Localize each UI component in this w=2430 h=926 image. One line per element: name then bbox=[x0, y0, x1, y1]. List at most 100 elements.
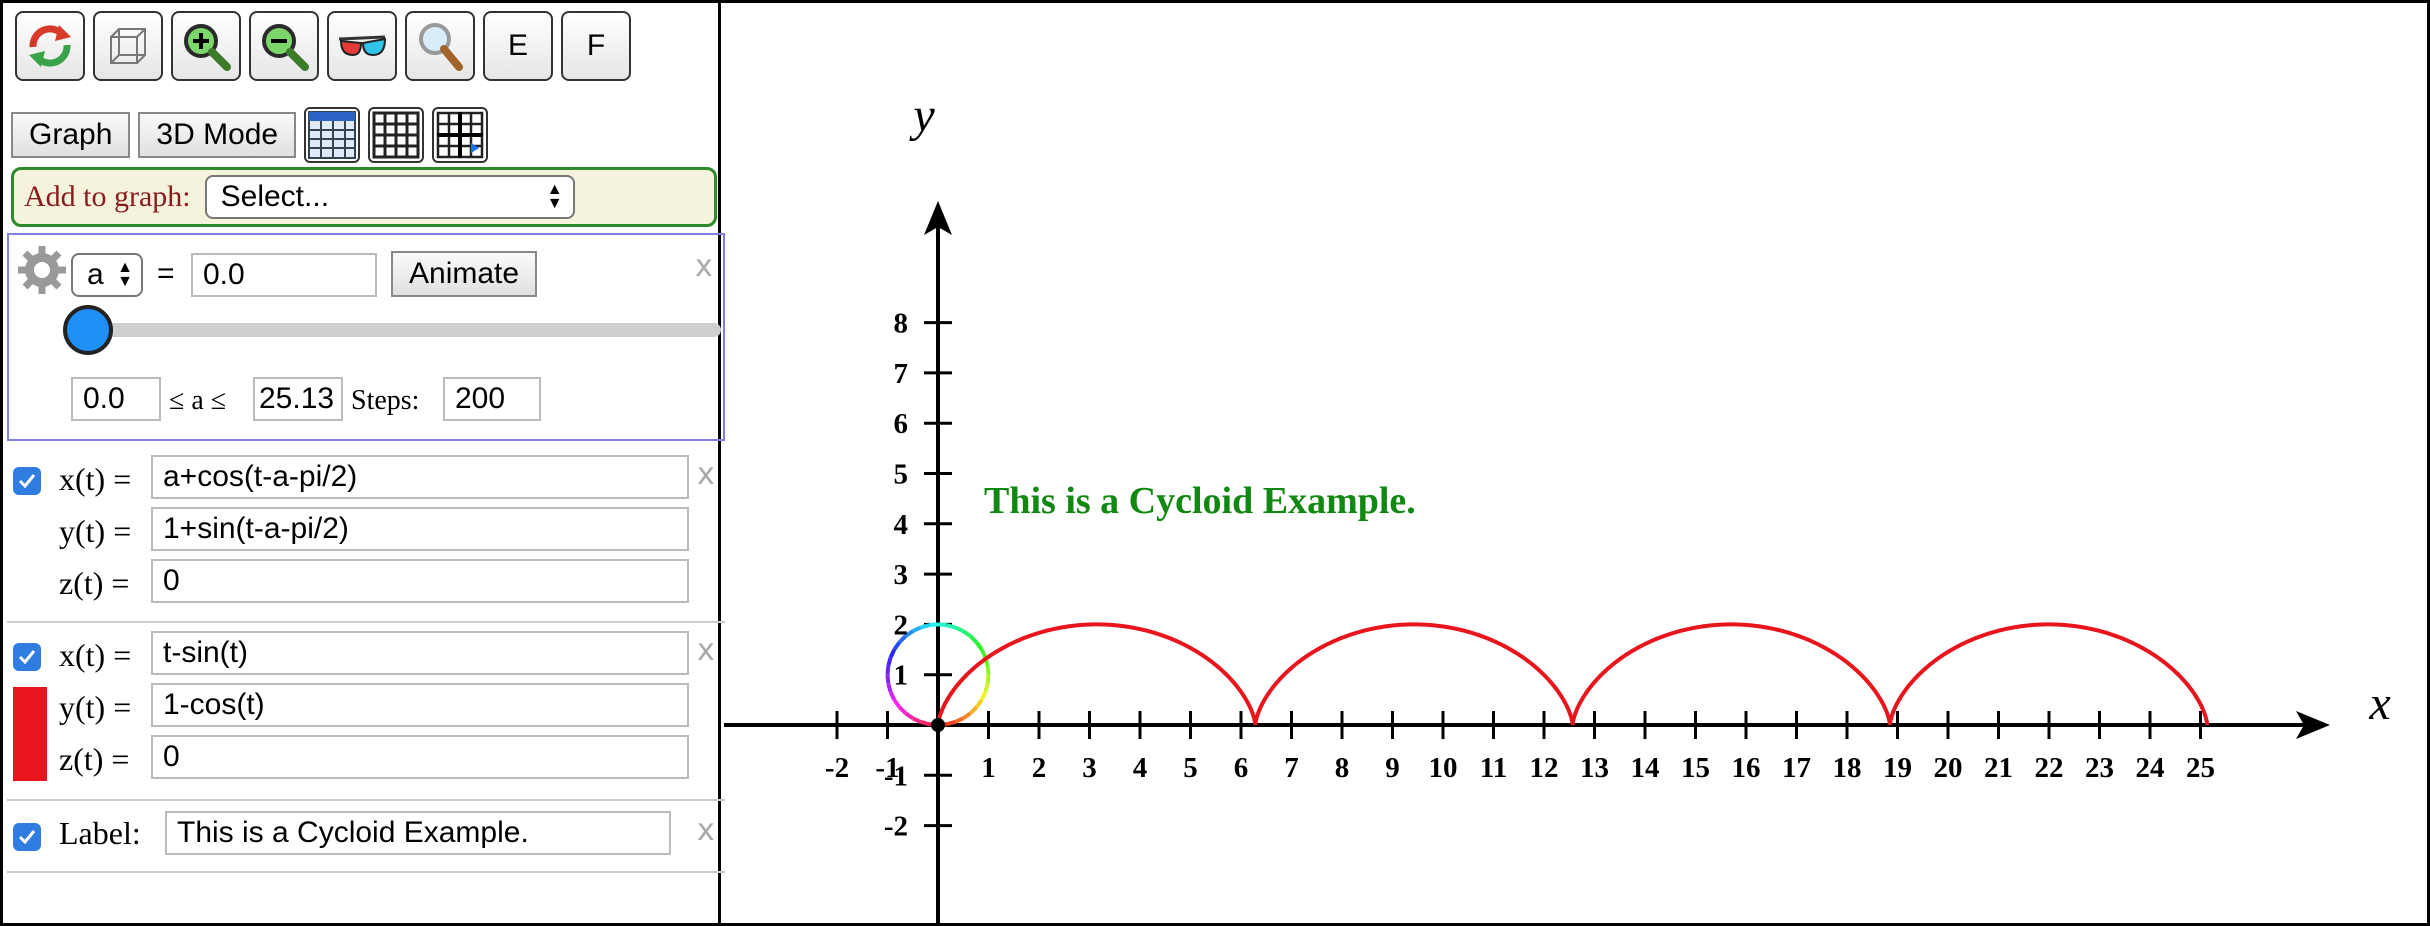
axes-toggle-button[interactable] bbox=[432, 107, 489, 163]
slider-value-input[interactable]: 0.0 bbox=[191, 253, 377, 297]
z-label: z(t) = bbox=[59, 565, 130, 601]
y-label: y(t) = bbox=[59, 689, 132, 725]
z-expression-input[interactable]: 0 bbox=[151, 559, 689, 603]
color-swatch[interactable] bbox=[13, 687, 47, 781]
x-tick-label: 11 bbox=[1480, 752, 1507, 784]
circle-segment bbox=[937, 622, 947, 628]
checkmark-icon bbox=[18, 474, 36, 489]
x-tick-label: -2 bbox=[825, 752, 849, 784]
y-axis-arrow bbox=[924, 201, 952, 235]
circle-segment bbox=[946, 720, 956, 727]
circle-segment bbox=[920, 623, 930, 630]
curves bbox=[885, 622, 2210, 732]
circle-segment bbox=[885, 665, 891, 675]
y-tick-label: -1 bbox=[884, 760, 908, 792]
zoom-in-button[interactable] bbox=[171, 11, 241, 81]
x-tick-label: 9 bbox=[1385, 752, 1400, 784]
close-label-button[interactable]: x bbox=[697, 813, 715, 848]
circle-segment bbox=[985, 665, 991, 675]
close-slider-button[interactable]: x bbox=[695, 249, 713, 284]
x-tick-label: 10 bbox=[1429, 752, 1458, 784]
circle-segment bbox=[911, 625, 922, 633]
y-tick-label: 5 bbox=[894, 459, 909, 491]
x-tick-label: 1 bbox=[981, 752, 996, 784]
y-expression-input[interactable]: 1+sin(t-a-pi/2) bbox=[151, 507, 689, 551]
f-button[interactable]: F bbox=[561, 11, 631, 81]
circle-segment bbox=[962, 629, 972, 638]
x-tick-label: 4 bbox=[1133, 752, 1148, 784]
y-expression-input[interactable]: 1-cos(t) bbox=[151, 683, 689, 727]
x-tick-label: 8 bbox=[1335, 752, 1350, 784]
toolbar: E F bbox=[15, 11, 631, 83]
y-tick-label: 7 bbox=[894, 358, 909, 390]
close-expression-button[interactable]: x bbox=[697, 633, 715, 668]
x-tick-label: 25 bbox=[2186, 752, 2215, 784]
table-view-button[interactable] bbox=[304, 107, 361, 163]
gear-icon[interactable] bbox=[15, 243, 69, 297]
label-checkbox[interactable] bbox=[13, 823, 41, 851]
control-panel: E F Graph 3D Mode bbox=[3, 3, 725, 923]
z-label: z(t) = bbox=[59, 741, 130, 777]
slider-knob[interactable] bbox=[63, 305, 113, 355]
cycloid-curve bbox=[936, 622, 2210, 726]
x-tick-label: 16 bbox=[1732, 752, 1761, 784]
x-expression-input[interactable]: t-sin(t) bbox=[151, 631, 689, 675]
variable-select[interactable]: a ▲▼ bbox=[71, 253, 143, 297]
label-text-input[interactable]: This is a Cycloid Example. bbox=[165, 811, 671, 855]
y-tick-label: 6 bbox=[894, 408, 909, 440]
y-tick-label: 2 bbox=[894, 609, 909, 641]
z-expression-input[interactable]: 0 bbox=[151, 735, 689, 779]
x-tick-label: 5 bbox=[1183, 752, 1198, 784]
slider-min-input[interactable]: 0.0 bbox=[71, 377, 161, 421]
x-tick-label: 15 bbox=[1681, 752, 1710, 784]
3d-box-icon bbox=[110, 28, 146, 64]
x-tick-label: 13 bbox=[1580, 752, 1609, 784]
add-to-graph-select[interactable]: Select... ▲▼ bbox=[204, 175, 575, 219]
3d-view-button[interactable] bbox=[93, 11, 163, 81]
x-tick-label: 6 bbox=[1234, 752, 1249, 784]
magnify-button[interactable] bbox=[405, 11, 475, 81]
stereo-3d-button[interactable] bbox=[327, 11, 397, 81]
f-button-label: F bbox=[586, 29, 606, 62]
slider-track[interactable] bbox=[67, 323, 721, 337]
slider-steps-input[interactable]: 200 bbox=[443, 377, 541, 421]
zoom-out-button[interactable] bbox=[249, 11, 319, 81]
magnifier-icon bbox=[419, 23, 463, 71]
e-button[interactable]: E bbox=[483, 11, 553, 81]
reset-rotation-icon bbox=[29, 25, 71, 67]
zoom-in-icon bbox=[184, 24, 231, 71]
mode-row: Graph 3D Mode bbox=[11, 107, 489, 163]
checkmark-icon bbox=[18, 830, 36, 845]
circle-segment bbox=[904, 629, 914, 638]
y-label: y(t) = bbox=[59, 513, 132, 549]
3d-mode-button[interactable]: 3D Mode bbox=[138, 112, 297, 158]
circle-segment bbox=[962, 711, 972, 720]
expression-item-cycloid: x(t) = t-sin(t) x y(t) = 1-cos(t) z(t) =… bbox=[7, 625, 725, 801]
axes-grid-icon bbox=[436, 111, 484, 159]
grid-toggle-button[interactable] bbox=[368, 107, 425, 163]
circle-segment bbox=[886, 682, 893, 693]
expression-checkbox[interactable] bbox=[13, 643, 41, 671]
graph-mode-button[interactable]: Graph bbox=[11, 112, 131, 158]
checkmark-icon bbox=[18, 650, 36, 665]
y-axis-name: y bbox=[908, 89, 935, 142]
x-tick-label: 24 bbox=[2136, 752, 2165, 784]
slider-parameter-box: a ▲▼ = 0.0 Animate x 0.0 ≤ a ≤ 25.13 Ste… bbox=[7, 233, 725, 441]
circle-segment bbox=[929, 622, 939, 628]
x-tick-label: 22 bbox=[2035, 752, 2064, 784]
axes bbox=[724, 201, 2330, 923]
grid-icon bbox=[372, 111, 420, 159]
x-expression-input[interactable]: a+cos(t-a-pi/2) bbox=[151, 455, 689, 499]
circle-segment bbox=[985, 674, 991, 684]
animate-button[interactable]: Animate bbox=[391, 251, 538, 297]
circle-segment bbox=[969, 634, 979, 644]
expression-checkbox[interactable] bbox=[13, 467, 41, 495]
close-expression-button[interactable]: x bbox=[697, 457, 715, 492]
reset-view-button[interactable] bbox=[15, 11, 85, 81]
slider-max-input[interactable]: 25.13 bbox=[253, 377, 343, 421]
x-tick-label: 20 bbox=[1934, 752, 1963, 784]
steps-label: Steps: bbox=[351, 385, 420, 416]
